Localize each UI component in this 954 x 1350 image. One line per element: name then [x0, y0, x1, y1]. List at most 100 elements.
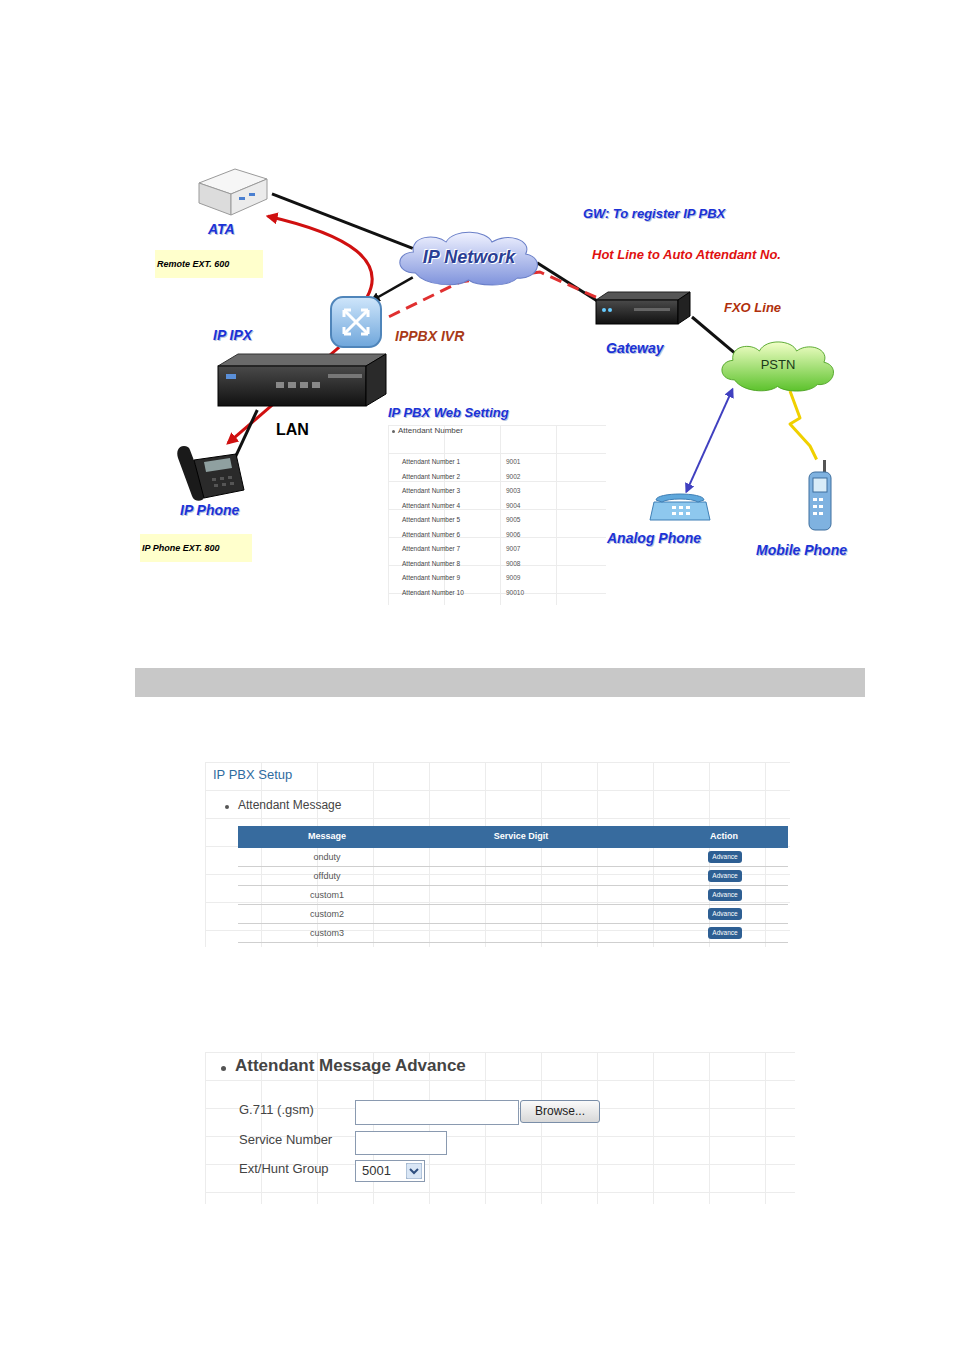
bullet-dot [392, 430, 395, 433]
text-input [355, 1131, 447, 1155]
node-icon [328, 294, 384, 350]
bullet-dot [221, 1066, 226, 1071]
ata-device: ATA [190, 163, 272, 219]
browse-button: Browse... [520, 1100, 600, 1123]
gateway-device: Gateway [594, 290, 692, 326]
node-icon [648, 490, 712, 522]
settings-panel: IP PBX SetupAttendant MessageMessage Serv… [205, 762, 790, 947]
node-text: IP PBX Setup [213, 768, 292, 783]
node-text: IP IPX [213, 327, 252, 343]
field-label: Attendant Number 2 [402, 473, 460, 480]
field-value: 9006 [506, 531, 520, 538]
table-cell: custom2 [310, 909, 344, 919]
field-label: Attendant Number 3 [402, 487, 460, 494]
node-text: IPPBX IVR [395, 328, 464, 344]
node-text: Mobile Phone [756, 542, 847, 558]
node-text: Attendant Message [238, 799, 341, 813]
table-row-line [238, 904, 788, 905]
node-text: IP Network [423, 247, 515, 268]
node-text: Advance [712, 853, 737, 860]
table-row-line [238, 885, 788, 886]
network-cloud: IP Network [395, 228, 543, 286]
field-label: Attendant Number 8 [402, 560, 460, 567]
field-value: 9005 [506, 516, 520, 523]
field-value: 9007 [506, 545, 520, 552]
table-cell: custom3 [310, 928, 344, 938]
connector-label: Hot Line to Auto Attendant No. [592, 248, 781, 263]
table-row-line [238, 866, 788, 867]
section-bar [135, 668, 865, 697]
node-text: Advance [712, 891, 737, 898]
ip-phone: IP Phone [174, 440, 246, 502]
node-text: Advance [712, 872, 737, 879]
advance-button: Advance [708, 927, 742, 939]
field-label: Attendant Number 7 [402, 545, 460, 552]
field-label: G.711 (.gsm) [239, 1103, 314, 1118]
advance-button: Advance [708, 870, 742, 882]
field-value: 9009 [506, 574, 520, 581]
extension-note: IP Phone EXT. 800 [140, 534, 252, 562]
node-icon [594, 290, 692, 326]
field-label: Attendant Number 9 [402, 574, 460, 581]
table-row-line [238, 942, 788, 943]
field-label: Attendant Number 6 [402, 531, 460, 538]
connector [790, 391, 817, 460]
bullet-dot [225, 805, 229, 809]
settings-panel: Attendant Message AdvanceBrowse... 5001 [205, 1052, 795, 1204]
node-icon [216, 352, 388, 410]
connector-label: GW: To register IP PBX [583, 207, 725, 222]
node-text: Advance [712, 929, 737, 936]
table-cell: custom1 [310, 890, 344, 900]
node-text: Attendant Number [398, 426, 463, 435]
ip-pbx-device: IP IPX [216, 352, 388, 410]
node-text: IP Phone [180, 502, 239, 518]
file-input [355, 1100, 519, 1125]
select-box: 5001 [355, 1160, 425, 1182]
field-label: Service Number [239, 1133, 332, 1148]
field-label: Attendant Number 1 [402, 458, 460, 465]
node-text: PSTN [761, 358, 796, 373]
connector [692, 317, 736, 354]
node-text: IP PBX Web Setting [388, 406, 509, 421]
field-value: 90010 [506, 589, 524, 596]
node-text: Service Digit [494, 831, 549, 841]
node-text: Remote EXT. 600 [157, 259, 229, 269]
field-value: 9004 [506, 502, 520, 509]
field-label: Attendant Number 5 [402, 516, 460, 523]
connector [372, 277, 413, 300]
mobile-phone: Mobile Phone [803, 458, 837, 532]
node-text: Attendant Message Advance [235, 1056, 466, 1076]
node-text: Advance [712, 910, 737, 917]
connector [235, 410, 257, 457]
field-label: Attendant Number 10 [402, 589, 464, 596]
advance-button: Advance [708, 851, 742, 863]
node-text: Action [710, 831, 738, 841]
field-value: 9008 [506, 560, 520, 567]
connector-label: FXO Line [724, 301, 781, 316]
analog-phone: Analog Phone [648, 490, 712, 522]
field-label: Attendant Number 4 [402, 502, 460, 509]
connector [268, 216, 372, 297]
advance-button: Advance [708, 889, 742, 901]
node-icon [190, 163, 272, 219]
node-text: Message [308, 831, 346, 841]
node-text: 5001 [362, 1164, 391, 1179]
node-text: ATA [208, 221, 235, 237]
pstn-cloud: PSTN [718, 338, 838, 392]
node-icon [803, 458, 837, 532]
table-cell: offduty [314, 871, 341, 881]
field-value: 9003 [506, 487, 520, 494]
node-text: Browse... [535, 1105, 585, 1119]
advance-button: Advance [708, 908, 742, 920]
connector-label: LAN [276, 421, 309, 439]
node-text: IP Phone EXT. 800 [142, 543, 220, 553]
extension-note: Remote EXT. 600 [155, 250, 263, 278]
field-value: 9001 [506, 458, 520, 465]
node-icon [174, 440, 246, 502]
ivr-router: IPPBX IVR [328, 294, 384, 350]
node-text: Analog Phone [607, 530, 701, 546]
table-cell: onduty [313, 852, 340, 862]
field-label: Ext/Hunt Group [239, 1162, 329, 1177]
node-text: Gateway [606, 340, 664, 356]
